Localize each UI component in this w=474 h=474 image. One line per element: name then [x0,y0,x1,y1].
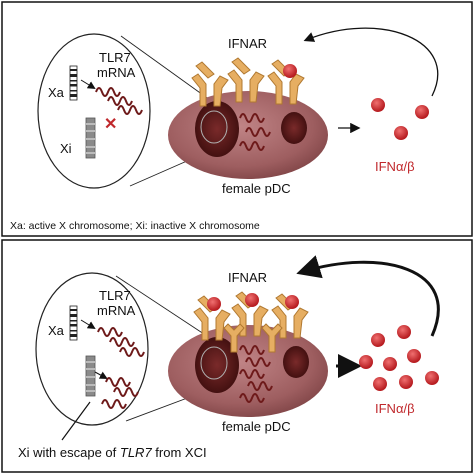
nucleus-outline [200,110,228,144]
feedback-arrow [303,27,439,97]
chromosome-xa [69,65,78,101]
escape-caption: Xi with escape of TLR7 from XCI [18,445,207,460]
zoom-circle [35,272,149,426]
mrna-label-line2: mRNA [97,65,136,80]
ifn-bound [245,293,259,307]
ifn-molecule [359,355,373,369]
cytokine-label: IFNα/β [375,401,415,416]
arrow-transcription [80,319,96,330]
ifn-molecule [394,126,408,140]
organelle [283,346,309,378]
nucleus-outline [200,346,228,380]
feedback-arrow [296,255,440,337]
mrna-label-line1: TLR7 [99,288,131,303]
ifn-bound [207,297,221,311]
ifn-molecule [399,375,413,389]
arrow-transcription [94,371,108,379]
cytokine-label: IFNα/β [375,159,415,174]
receptor-label: IFNAR [228,270,267,285]
zoom-line [120,35,211,101]
chromosome-xi [85,117,96,159]
arrow-transcription [80,79,96,90]
cell-label: female pDC [222,181,291,196]
ifn-molecule [371,98,385,112]
receptor-label: IFNAR [228,36,267,51]
organelle [281,112,307,144]
nucleus [195,101,239,157]
xa-label: Xa [48,85,65,100]
pointer-line [61,401,91,441]
x-mark-icon: ✕ [104,116,117,133]
ifn-molecule [373,377,387,391]
ifn-molecule [407,349,421,363]
xi-label: Xi [60,141,72,156]
cell-label: female pDC [222,419,291,434]
chromosome-xi-escape [85,355,96,397]
ifn-molecule [425,371,439,385]
chromosome-xa [69,305,78,341]
zoom-line [115,275,211,339]
ifn-molecule [371,333,385,347]
ifn-bound [285,295,299,309]
zoom-circle [37,33,151,189]
xa-label: Xa [48,323,65,338]
mrna-label-line2: mRNA [97,303,136,318]
ifn-bound [283,64,297,78]
legend-text: Xa: active X chromosome; Xi: inactive X … [10,220,260,232]
ifn-molecule [397,325,411,339]
mrna-label-line1: TLR7 [99,50,131,65]
ifn-molecule [383,357,397,371]
ifn-molecule [415,105,429,119]
